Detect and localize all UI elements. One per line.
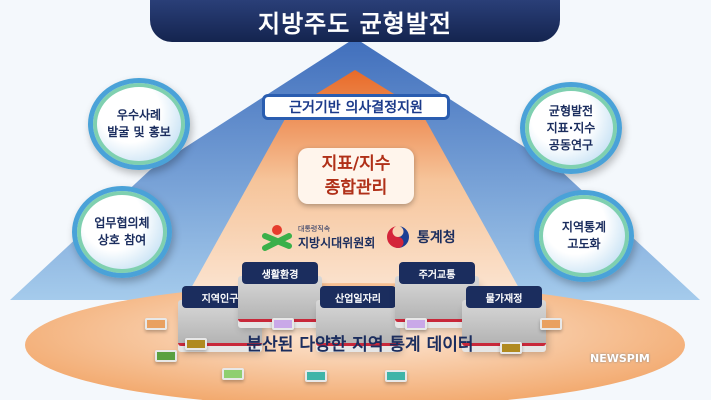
distributed-data-caption: 분산된 다양한 지역 통계 데이터 [246, 335, 474, 355]
data-tile [145, 318, 167, 330]
circle-cooperation: 업무협의체 상호 참여 [72, 186, 172, 278]
committee-name: 지방시대위원회 [298, 235, 376, 250]
evidence-label: 근거기반 의사결정지원 [262, 94, 450, 120]
circle-regional-stats: 지역통계 고도화 [534, 190, 634, 282]
data-tile [272, 318, 294, 330]
circle-joint-research: 균형발전 지표·지수 공동연구 [520, 82, 622, 174]
data-tile [500, 342, 522, 354]
committee-logo: 대통령직속 지방시대위원회 [262, 222, 375, 252]
statistics-logo: 통계청 [385, 224, 456, 250]
data-tile [305, 370, 327, 382]
committee-logo-icon [262, 225, 292, 251]
data-tile [385, 370, 407, 382]
committee-small-text: 대통령직속 [298, 224, 331, 233]
block-living-env: 생활환경 [238, 262, 322, 322]
block-industry-jobs: 산업일자리 [316, 286, 400, 346]
data-tile [405, 318, 427, 330]
statistics-name: 통계청 [417, 230, 456, 246]
block-label: 주거교통 [399, 262, 475, 284]
index-management-box: 지표/지수 종합관리 [298, 148, 414, 204]
data-tile [540, 318, 562, 330]
block-housing-transport: 주거교통 [395, 262, 479, 322]
data-tile [155, 350, 177, 362]
data-tile [222, 368, 244, 380]
taegeuk-icon [387, 226, 409, 248]
watermark: NEWSPIM [590, 352, 650, 365]
block-label: 물가재정 [466, 286, 542, 308]
data-tile [185, 338, 207, 350]
page-title: 지방주도 균형발전 [150, 0, 560, 42]
circle-best-practice: 우수사례 발굴 및 홍보 [88, 78, 190, 170]
block-label: 산업일자리 [320, 286, 396, 308]
block-label: 생활환경 [242, 262, 318, 284]
